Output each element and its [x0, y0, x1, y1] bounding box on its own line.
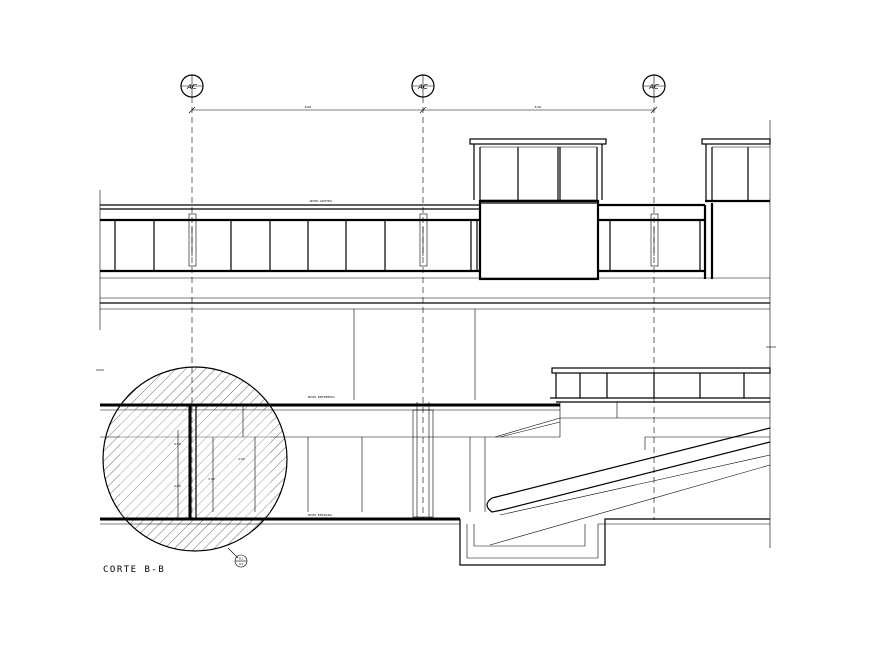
grid-axis-label: AC	[186, 83, 197, 91]
lower-level: NIVEL ENTREPISO NIVEL ENTRADA	[100, 367, 771, 566]
dimension-label: 8.00	[535, 105, 542, 109]
skylight-box-2	[701, 138, 771, 279]
middle-band	[96, 297, 776, 400]
escalator-pit	[459, 518, 770, 566]
level-label-lower: NIVEL ENTRADA	[308, 513, 333, 517]
escalator	[486, 417, 771, 546]
level-label-middle: NIVEL ENTREPISO	[308, 395, 335, 399]
upper-level: NIVEL AZOTEA	[99, 120, 771, 548]
detail-callout: 0.50 2.00 3.00 2.50 D1 A1	[102, 366, 288, 568]
grid-axis-3: AC	[642, 74, 666, 520]
grid-axis-2: AC	[411, 74, 435, 520]
detail-dim: 3.00	[208, 477, 215, 481]
dimension-label: 8.00	[305, 105, 312, 109]
railing	[550, 367, 771, 437]
dimension-line: 8.00 8.00	[188, 105, 658, 114]
drawing-title: CORTE B-B	[103, 565, 165, 575]
grid-axis-label: AC	[648, 83, 659, 91]
detail-dim: 2.50	[238, 457, 245, 461]
level-label-upper: NIVEL AZOTEA	[310, 199, 333, 203]
skylight-box-1	[469, 138, 607, 281]
grid-axis-label: AC	[417, 83, 428, 91]
svg-text:D1: D1	[239, 557, 243, 561]
detail-dim: 2.00	[174, 484, 181, 488]
upper-columns	[188, 213, 659, 267]
curtain-wall	[114, 220, 478, 271]
svg-text:A1: A1	[239, 562, 243, 566]
detail-dim: 0.50	[174, 442, 181, 446]
